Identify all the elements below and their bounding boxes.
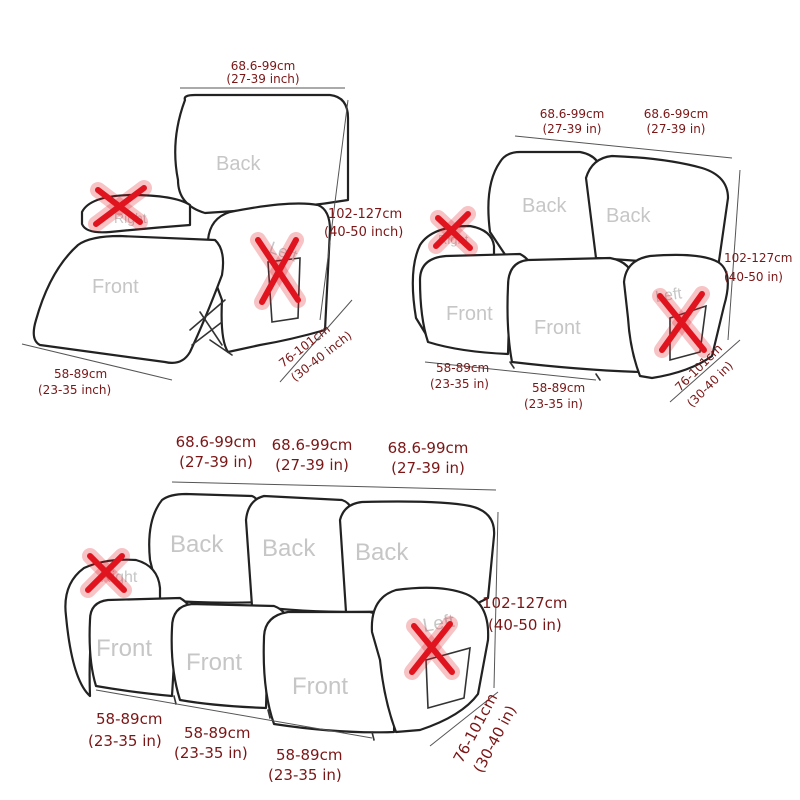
loveseat-height-cm: 102-127cm (724, 251, 792, 265)
sofa-height-in: (40-50 in) (488, 616, 562, 634)
recliner-seat-line (21, 343, 173, 381)
x-mark-icon (404, 616, 460, 680)
loveseat-seat-2-in: (23-35 in) (524, 397, 583, 411)
sofa-seat-2-in: (23-35 in) (174, 744, 248, 762)
sofa-seat-1-in: (23-35 in) (88, 732, 162, 750)
recliner-height-in: (40-50 inch) (324, 225, 403, 240)
x-mark-icon (88, 180, 152, 232)
loveseat-seat-1-cm: 58-89cm (436, 361, 489, 375)
loveseat-width-line (514, 135, 733, 159)
recliner-right-arm (80, 193, 192, 234)
recliner-pocket (267, 257, 301, 323)
recliner-width-in: (27-39 inch) (226, 72, 299, 86)
recliner-depth-line (279, 299, 353, 383)
sofa-width-1-in: (27-39 in) (179, 453, 253, 471)
sofa-label-back-1: Back (170, 531, 224, 558)
recliner-mechanism (189, 299, 233, 356)
sofa-width-3-cm: 68.6-99cm (388, 439, 469, 457)
sofa-seat-3-in: (23-35 in) (268, 766, 342, 784)
loveseat-seat-line (424, 361, 597, 381)
sofa-label-front-3: Front (292, 673, 348, 700)
loveseat-seat-2 (506, 256, 642, 374)
sofa-width-line (171, 481, 497, 491)
recliner-backrest (174, 93, 350, 215)
recliner-diagram: Back Front Right Left 68.6-99cm (27-39 i… (21, 59, 403, 397)
loveseat-width-2-cm: 68.6-99cm (644, 107, 709, 121)
loveseat-width-1-in: (27-39 in) (543, 122, 602, 136)
sofa-seat-2 (170, 602, 290, 710)
recliner-seat-in: (23-35 inch) (38, 383, 111, 397)
sofa-seat-3-cm: 58-89cm (276, 746, 342, 764)
sofa-width-1-cm: 68.6-99cm (176, 433, 257, 451)
sofa-seat-2-cm: 58-89cm (184, 724, 250, 742)
sofa-width-2-cm: 68.6-99cm (272, 436, 353, 454)
recliner-height-line (319, 99, 349, 321)
sofa-backrest-1 (148, 492, 266, 604)
loveseat-label-back-2: Back (606, 205, 651, 227)
loveseat-width-1-cm: 68.6-99cm (540, 107, 605, 121)
loveseat-label-back-1: Back (522, 195, 567, 217)
sofa-left-arm (370, 586, 490, 734)
loveseat-seat-1-in: (23-35 in) (430, 377, 489, 391)
loveseat-height-line (727, 169, 741, 341)
loveseat-diagram: Back Back Front Front Right Left 68.6-99… (411, 107, 792, 411)
recliner-footrest (32, 234, 225, 364)
sofa-label-front-1: Front (96, 635, 152, 662)
loveseat-label-front-2: Front (534, 317, 581, 339)
recliner-width-cm: 68.6-99cm (231, 59, 296, 73)
sofa-depth-line (429, 691, 499, 747)
recliner-height-cm: 102-127cm (328, 207, 402, 222)
recliner-label-front: Front (92, 276, 139, 298)
x-mark-icon (250, 232, 306, 310)
sofa-diagram: Back Back Back Front Front Front Right L… (64, 433, 568, 784)
loveseat-seat-2-cm: 58-89cm (532, 381, 585, 395)
sofa-width-2-in: (27-39 in) (275, 456, 349, 474)
sofa-label-back-3: Back (355, 539, 409, 566)
sofa-height-line (493, 511, 499, 689)
loveseat-label-front-1: Front (446, 303, 493, 325)
sofa-label-front-2: Front (186, 649, 242, 676)
sofa-seat-1-cm: 58-89cm (96, 710, 162, 728)
recliner-label-back: Back (216, 153, 261, 175)
recliner-seat-cm: 58-89cm (54, 367, 107, 381)
x-mark-icon (652, 286, 712, 358)
sofa-label-back-2: Back (262, 535, 316, 562)
sofa-pocket (425, 646, 471, 710)
loveseat-width-2-in: (27-39 in) (647, 122, 706, 136)
sofa-height-cm: 102-127cm (482, 594, 568, 612)
x-mark-icon (80, 548, 132, 598)
loveseat-depth-line (669, 339, 741, 403)
x-mark-icon (428, 206, 478, 256)
sofa-seat-3 (262, 610, 398, 734)
loveseat-height-in: (40-50 in) (724, 270, 783, 284)
sofa-seat-line (95, 689, 373, 739)
sofa-width-3-in: (27-39 in) (391, 459, 465, 477)
